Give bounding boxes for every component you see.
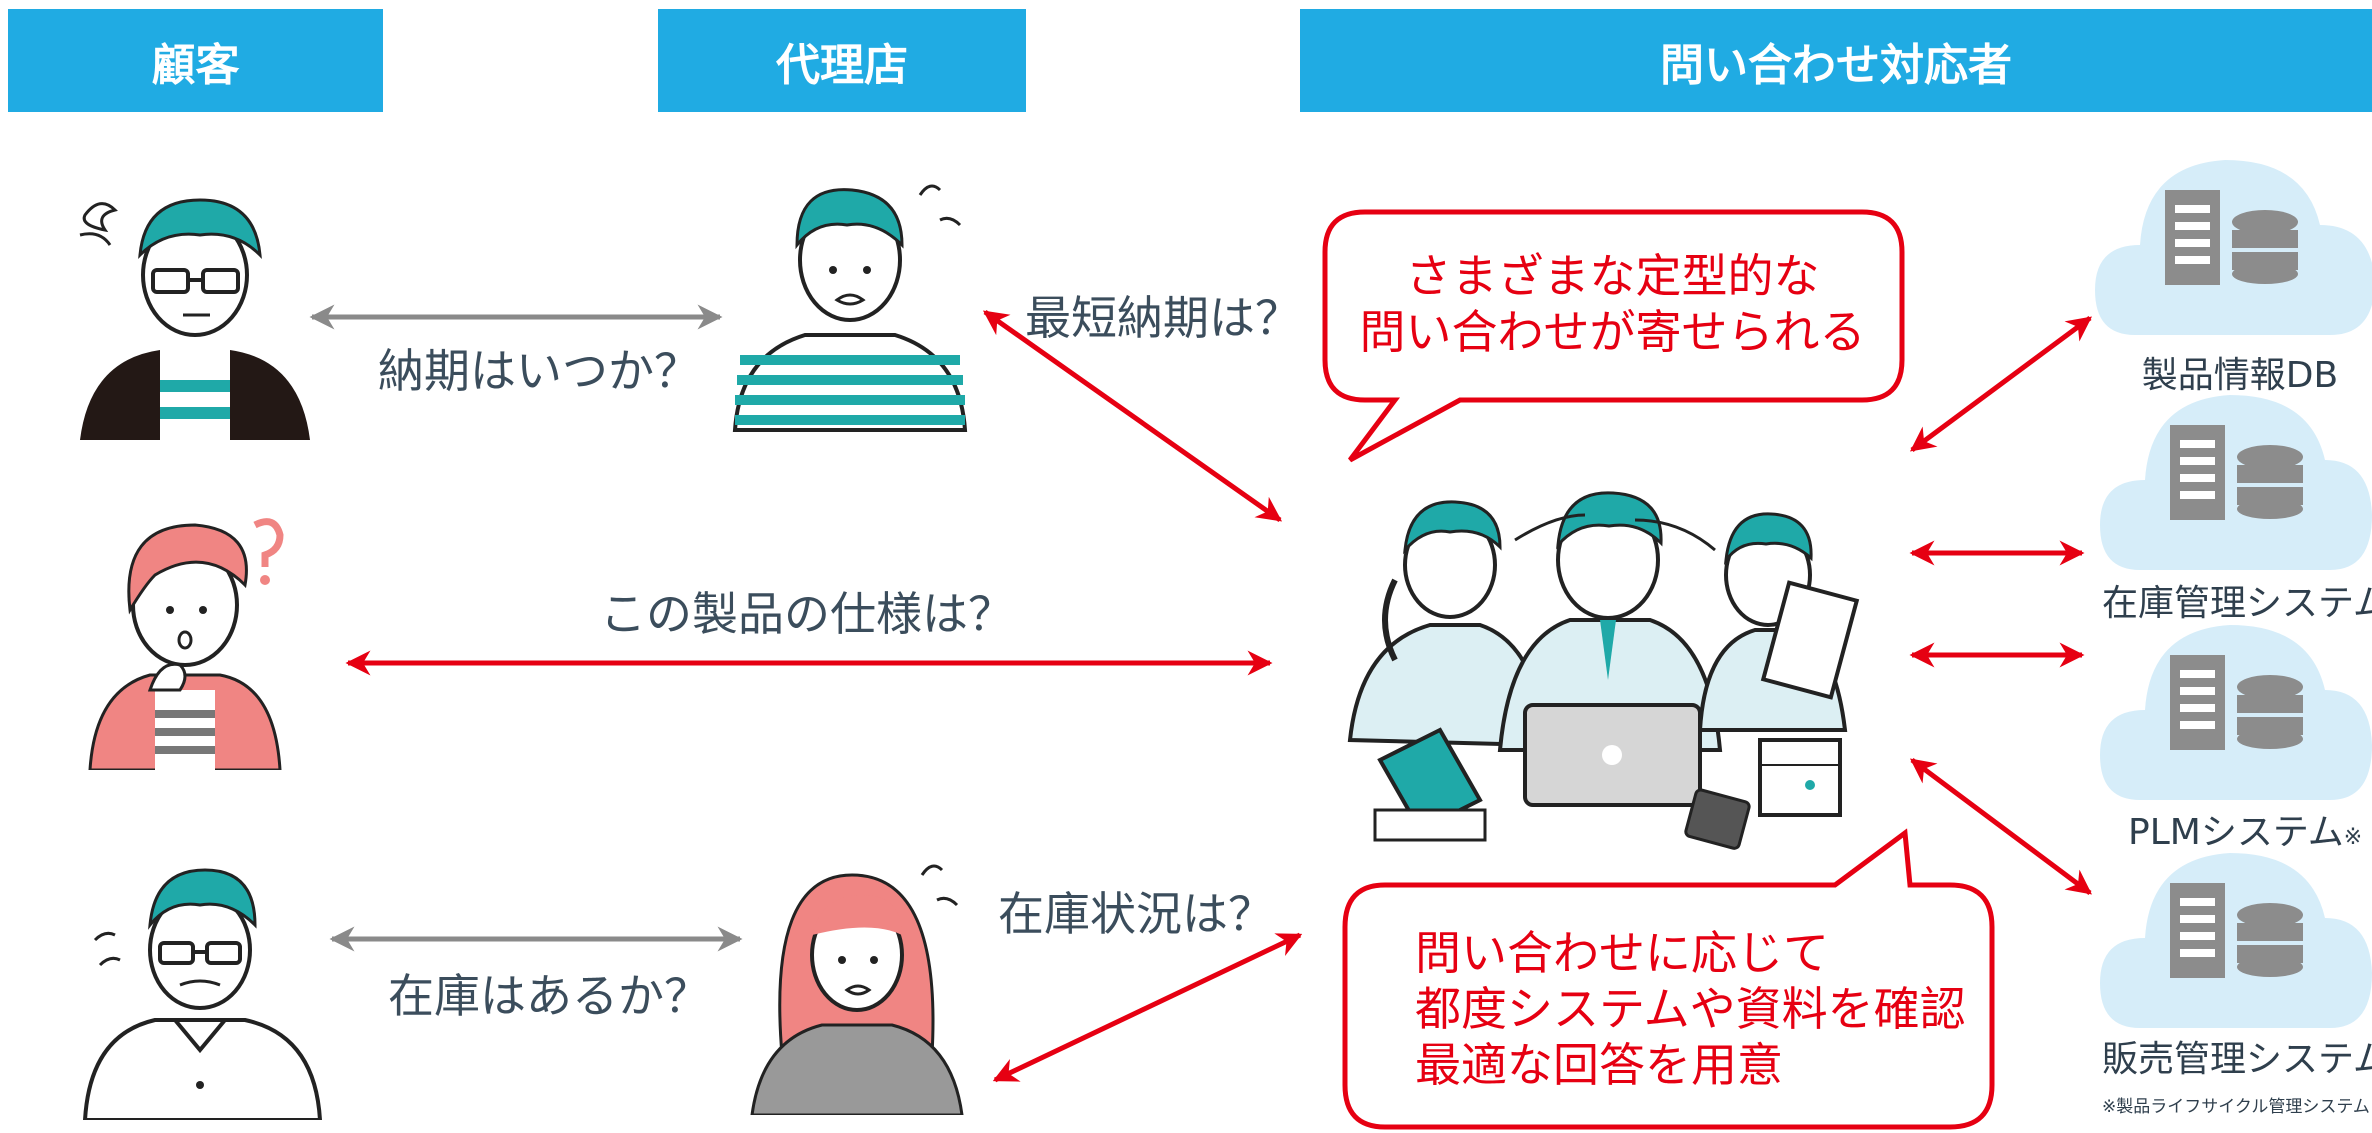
customer-2-illustration: [88, 518, 284, 770]
system-label-1-text: 製品情報DB: [2141, 355, 2339, 396]
question-in-stock: 在庫はあるか？: [388, 969, 710, 1023]
header-agency-label: 代理店: [776, 39, 908, 91]
question-delivery-date: 納期はいつか？: [378, 344, 700, 398]
responders-illustration: [1347, 491, 1860, 850]
agency-2-illustration: [750, 864, 964, 1115]
system-label-2-text: 在庫管理システム: [2102, 583, 2372, 624]
footnote: ※製品ライフサイクル管理システム: [2102, 1097, 2370, 1117]
header-customer-label: 顧客: [151, 39, 240, 91]
bubble-bottom-line-3: 最適な回答を用意: [1415, 1038, 1783, 1092]
system-label-3-text: PLMシステム: [2128, 812, 2344, 853]
bubble-bottom-line-1: 問い合わせに応じて: [1415, 926, 1829, 980]
question-product-spec: この製品の仕様は？: [600, 587, 1014, 641]
speech-bubble-bottom: [1342, 828, 1995, 1130]
system-label-4-text: 販売管理システム: [2102, 1039, 2372, 1080]
bubble-top-line-2: 問い合わせが寄せられる: [1359, 305, 1866, 359]
system-label-1: 製品情報DB: [2110, 346, 2370, 398]
bubble-top-line-1: さまざまな定型的な: [1405, 249, 1820, 303]
customer-3-illustration: [82, 868, 323, 1120]
bubble-top-text: さまざまな定型的な 問い合わせが寄せられる: [1340, 248, 1885, 360]
arrow-agency1-responders: [982, 309, 1283, 523]
arrow-responders-db1: [1909, 315, 2093, 453]
cloud-db-2: [2100, 395, 2372, 570]
question-stock-status: 在庫状況は？: [998, 887, 1274, 941]
header-agency: 代理店: [658, 9, 1026, 112]
speech-bubble-top: [1322, 209, 1905, 463]
customer-1-illustration: [79, 198, 310, 440]
cloud-db-4: [2100, 853, 2372, 1028]
system-label-3: PLMシステム※: [2128, 803, 2362, 855]
cloud-db-3: [2100, 625, 2372, 800]
header-responder: 問い合わせ対応者: [1300, 9, 2372, 112]
header-responder-label: 問い合わせ対応者: [1660, 39, 2012, 91]
question-shortest-delivery: 最短納期は？: [1025, 291, 1301, 345]
system-label-4: 販売管理システム: [2102, 1030, 2372, 1082]
arrow-agency2-responders: [992, 932, 1303, 1083]
bubble-bottom-line-2: 都度システムや資料を確認: [1415, 982, 1966, 1036]
bubble-bottom-text: 問い合わせに応じて 都度システムや資料を確認 最適な回答を用意: [1415, 925, 1966, 1093]
agency-1-illustration: [732, 184, 968, 432]
header-customer: 顧客: [8, 9, 383, 112]
system-label-3-suffix: ※: [2343, 825, 2363, 850]
system-label-2: 在庫管理システム: [2102, 574, 2372, 626]
arrow-responders-db4: [1909, 757, 2093, 896]
cloud-db-1: [2095, 160, 2372, 335]
